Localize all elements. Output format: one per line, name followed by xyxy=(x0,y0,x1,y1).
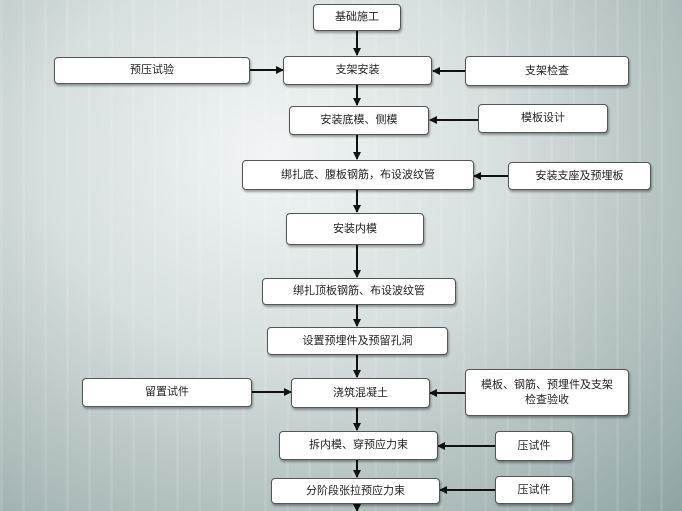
node-bottom-side-form: 安装底模、侧模 xyxy=(289,106,429,135)
node-reserve-specimen: 留置试件 xyxy=(82,378,252,407)
node-support-install: 支架安装 xyxy=(283,56,432,85)
node-pour-concrete: 浇筑混凝土 xyxy=(291,378,430,408)
node-preload-test: 预压试验 xyxy=(54,57,250,84)
node-compress-specimen-2: 压试件 xyxy=(495,476,573,504)
node-tension-prestress: 分阶段张拉预应力束 xyxy=(271,478,440,504)
node-support-check: 支架检查 xyxy=(465,56,629,86)
node-remove-inner-form: 拆内模、穿预应力束 xyxy=(279,431,438,460)
node-foundation: 基础施工 xyxy=(313,4,401,31)
node-rebar-top: 绑扎顶板钢筋、布设波纹管 xyxy=(262,278,456,305)
node-inspection: 模板、钢筋、预埋件及支架检查验收 xyxy=(465,369,629,416)
node-install-bearing: 安装支座及预埋板 xyxy=(508,162,651,190)
node-formwork-design: 模板设计 xyxy=(478,104,608,133)
node-inner-form: 安装内模 xyxy=(286,213,424,245)
node-rebar-bottom-web: 绑扎底、腹板钢筋，布设波纹管 xyxy=(242,160,474,190)
node-compress-specimen-1: 压试件 xyxy=(495,431,573,461)
node-embedded-parts: 设置预埋件及预留孔洞 xyxy=(267,327,448,355)
